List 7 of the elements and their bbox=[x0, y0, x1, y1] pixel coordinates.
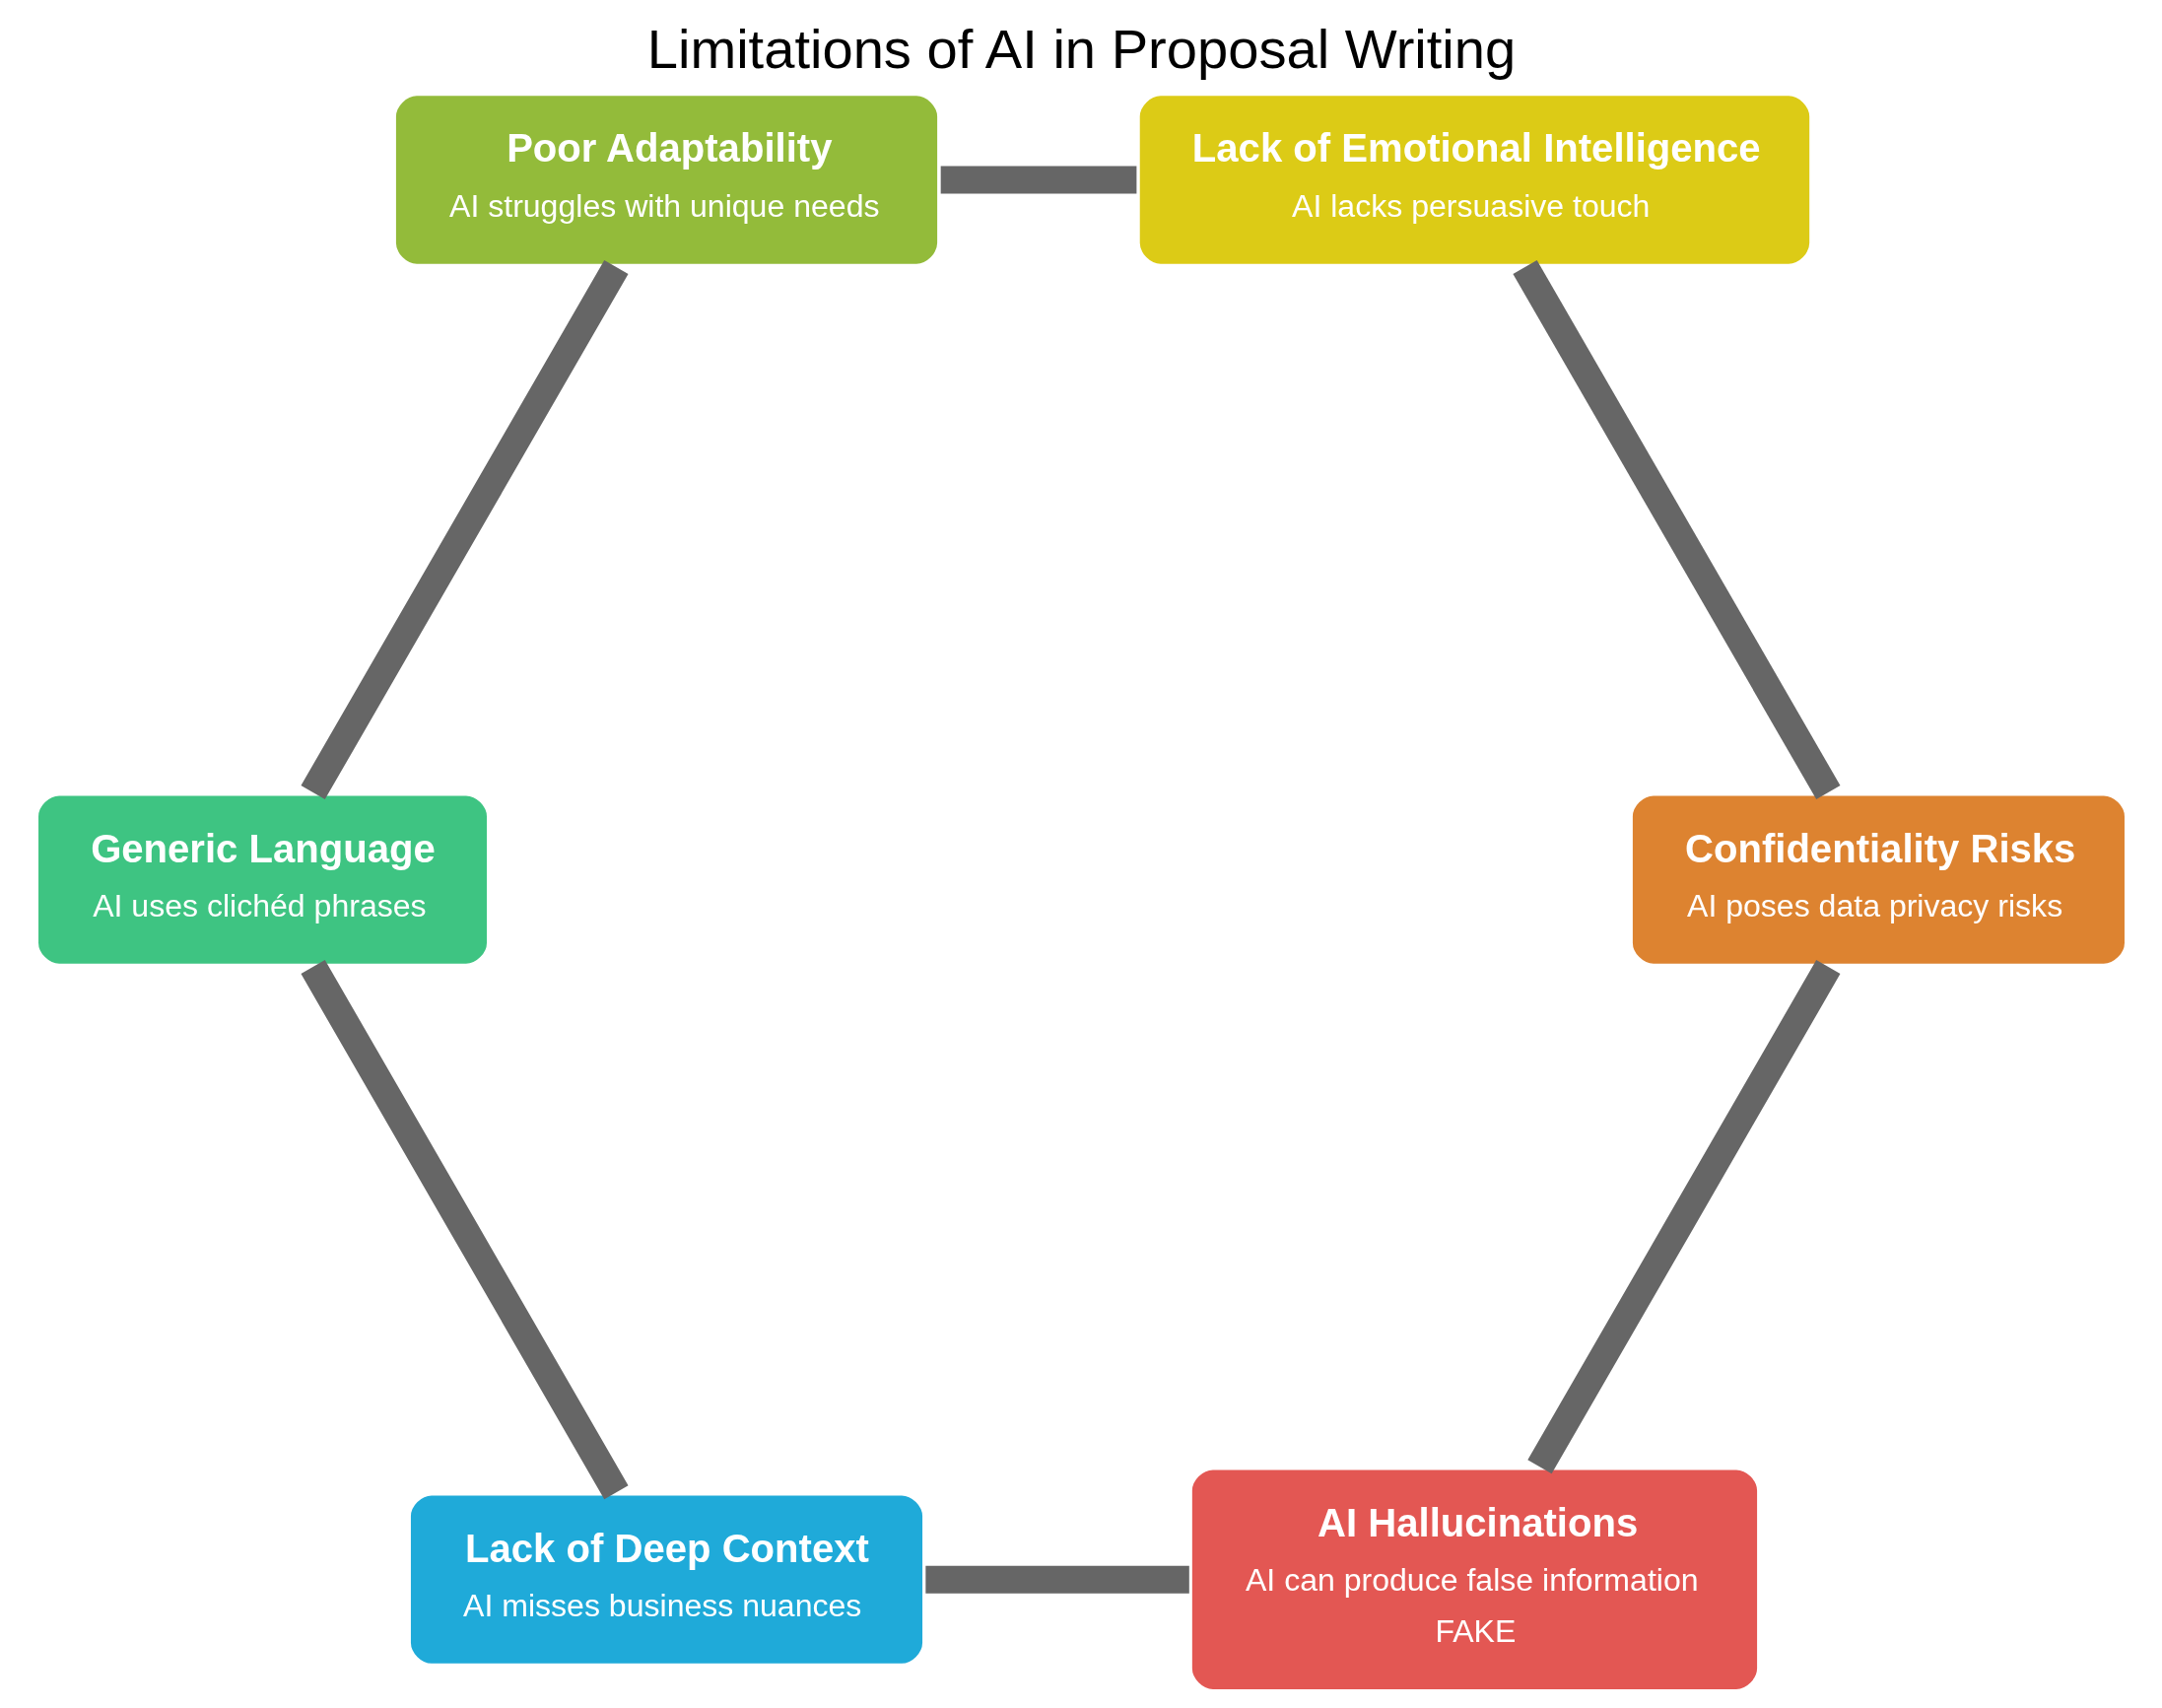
connector bbox=[300, 960, 629, 1500]
connector bbox=[924, 1565, 1189, 1594]
connector bbox=[940, 166, 1136, 194]
connector bbox=[300, 259, 629, 800]
connector bbox=[1512, 259, 1840, 800]
diagram-title: Limitations of AI in Proposal Writing bbox=[646, 18, 1516, 80]
connector bbox=[1526, 960, 1840, 1474]
